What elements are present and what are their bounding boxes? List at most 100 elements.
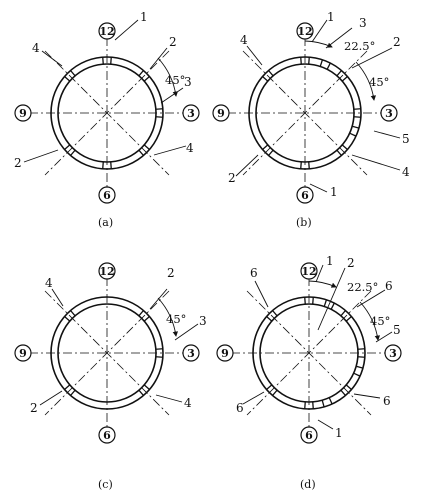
segment-right-lower [353, 365, 364, 377]
clock-6-marker: 6 [300, 426, 318, 444]
callout-label: 4 [186, 141, 194, 155]
leader-line [315, 264, 324, 283]
angle-label: 22.5° [347, 280, 378, 294]
segment-divider [345, 384, 352, 390]
leader-line [41, 50, 63, 67]
callout-label: 6 [385, 279, 393, 293]
leader-line [317, 419, 334, 430]
callout-label: 5 [393, 323, 401, 337]
segment-divider [138, 389, 144, 396]
leader-line [235, 154, 259, 177]
segment-divider [70, 149, 76, 156]
angle-arc [308, 280, 337, 288]
panel-b: 1 3 2 4 5 2 4 1 22.5° 45° (b) [227, 10, 410, 229]
clock-9-marker: 9 [14, 104, 32, 122]
clock-9-marker: 9 [212, 104, 230, 122]
angle-arc [355, 61, 377, 101]
clock-3-marker: 3 [380, 104, 398, 122]
segment-divider [356, 365, 364, 369]
clock-marker-ring [300, 426, 318, 444]
clock-6-marker: 6 [296, 186, 314, 204]
segment-divider [110, 161, 112, 169]
callout-label: 6 [236, 401, 244, 415]
segment-22-5-deg [323, 299, 335, 310]
segment-3-oclock [155, 348, 163, 358]
segment-divider [155, 108, 163, 110]
segment-3-oclock [357, 348, 365, 358]
clock-marker-ring [98, 22, 116, 40]
angle-label: 45° [370, 314, 390, 328]
segment-upper-right [138, 310, 150, 322]
segment-upper-left [266, 310, 278, 322]
segment-upper-right [340, 310, 352, 322]
segment-divider [64, 384, 71, 390]
angle-arc [359, 301, 381, 341]
segment-divider [321, 400, 325, 408]
clock-9-marker: 9 [14, 344, 32, 362]
angle-label: 22.5° [344, 39, 375, 53]
segment-divider [312, 401, 314, 409]
clock-12-marker: 12 [300, 262, 318, 280]
callout-label: 4 [240, 33, 248, 47]
segment-6-oclock [304, 401, 314, 409]
segment-divider [70, 310, 76, 317]
clock-marker-label: 6 [305, 429, 313, 442]
segment-divider [330, 302, 335, 310]
callout-label: 5 [402, 132, 410, 146]
clock-3-marker: 3 [182, 104, 200, 122]
callout-label: 1 [140, 10, 148, 24]
clock-marker-label: 12 [301, 265, 316, 278]
clock-3-marker: 3 [182, 344, 200, 362]
segment-divider [323, 299, 328, 307]
segment-divider [340, 310, 346, 317]
clock-marker-ring [98, 186, 116, 204]
segment-12-oclock [102, 57, 112, 65]
segment-divider [353, 116, 361, 118]
leader-line [114, 19, 139, 41]
leader-line [309, 183, 328, 193]
panel-caption: (d) [300, 478, 316, 491]
segment-divider [143, 384, 150, 390]
segment-divider [102, 57, 104, 65]
clock-marker-ring [216, 344, 234, 362]
segment-lower-right [138, 144, 150, 156]
clock-12-marker: 12 [98, 262, 116, 280]
callout-label: 6 [383, 394, 391, 408]
segment-divider [349, 132, 357, 137]
pipe-ring [29, 37, 183, 189]
clock-marker-label: 3 [187, 347, 195, 360]
segment-divider [319, 59, 324, 67]
clock-marker-label: 9 [217, 107, 225, 120]
segment-divider [312, 297, 314, 305]
clock-marker-ring [182, 344, 200, 362]
callout-label: 4 [32, 41, 40, 55]
clock-6-marker: 6 [98, 426, 116, 444]
callout-label: 2 [14, 156, 22, 170]
segment-lower-right [340, 384, 352, 396]
segment-divider [357, 348, 365, 350]
clock-marker-ring [296, 186, 314, 204]
segment-right-lower [349, 125, 360, 137]
clock-marker-label: 6 [103, 189, 111, 202]
segment-divider [353, 372, 361, 377]
panel-d: 1 2 6 6 5 6 6 1 22.5° 45° (d) [231, 254, 401, 491]
clock-marker-label: 9 [19, 107, 27, 120]
segment-divider [308, 161, 310, 169]
segment-divider [110, 57, 112, 65]
segment-upper-left [262, 70, 274, 82]
panel-caption: (c) [98, 478, 113, 491]
leader-line [242, 391, 265, 405]
clock-marker-label: 12 [297, 25, 312, 38]
leader-line [155, 394, 183, 403]
panel-caption: (a) [98, 216, 113, 229]
callout-label: 2 [30, 401, 38, 415]
leader-line [375, 331, 393, 343]
segment-3-oclock [353, 108, 361, 118]
angle-label: 45° [165, 73, 185, 87]
clock-marker-label: 12 [99, 25, 114, 38]
clock-marker-label: 3 [187, 107, 195, 120]
callout-label: 4 [402, 165, 410, 179]
segment-divider [336, 149, 342, 156]
leader-line [246, 45, 263, 66]
